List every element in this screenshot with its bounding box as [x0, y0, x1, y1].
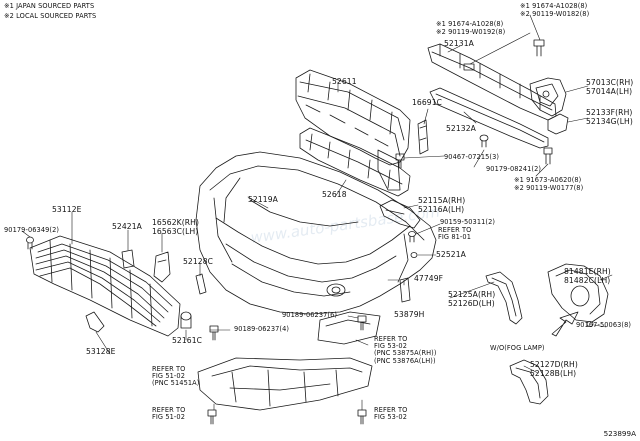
fastener-clip-90179: [479, 134, 489, 148]
fastener-90189-4-label[interactable]: 90189-06237(4): [234, 325, 290, 333]
part-52131a-label[interactable]: 52131A: [444, 39, 474, 48]
bumper-cover-52119a: [195, 151, 437, 315]
part-81482c-label[interactable]: 81482C(LH): [564, 276, 611, 285]
fog-lamp-cover-81481e: [547, 263, 609, 323]
bezel-52125a: [485, 271, 523, 325]
fastener-91673-label[interactable]: ※1 91673-A0620(8): [514, 176, 582, 184]
fastener-90179-08241-label[interactable]: 90179-08241(2): [486, 165, 542, 173]
direction-arrow: [551, 311, 579, 337]
part-52132a-label[interactable]: 52132A: [446, 124, 476, 133]
part-52116a-label[interactable]: 52116A(LH): [418, 205, 465, 214]
fastener-90189-6-label[interactable]: 90189-06237(6): [282, 311, 338, 319]
part-16691c-label[interactable]: 16691C: [412, 98, 443, 107]
legend-japan-sourced: ※1 JAPAN SOURCED PARTS: [4, 2, 95, 10]
fastener-90467-label[interactable]: 90467-07215(3): [444, 153, 500, 161]
without-fog-lamp-note: W/O(FOG LAMP): [490, 344, 545, 352]
grille-53112e: [29, 235, 181, 337]
bumper-reinforcement-52611: [295, 69, 411, 191]
refer-fig-51-02[interactable]: REFER TO FIG 51-02: [152, 406, 186, 422]
diagram-code: 523899A: [603, 429, 636, 438]
part-52119a-label[interactable]: 52119A: [248, 195, 278, 204]
svg-text:www.auto-partsbase.com: www.auto-partsbase.com: [249, 202, 441, 246]
clip-52521a: [410, 252, 418, 258]
part-52115a-label[interactable]: 52115A(RH): [418, 196, 466, 205]
fastener-90119-w0177-label[interactable]: ※2 90119-W0177(8): [514, 184, 584, 192]
part-53112e-label[interactable]: 53112E: [52, 205, 82, 214]
side-retainer-52115a: [379, 199, 421, 229]
screw-bottom-right: [357, 409, 367, 425]
part-52611-label[interactable]: 52611: [332, 77, 357, 86]
stay-52133f: [547, 113, 569, 135]
screw-bottom-left: [207, 409, 217, 425]
fastener-90119-w0192-label[interactable]: ※2 90119-W0192(8): [436, 28, 506, 36]
part-57013c-label[interactable]: 57013C(RH): [586, 78, 634, 87]
fastener-90159-label[interactable]: 90159-50311(2): [440, 218, 496, 226]
clip-52161c: [180, 311, 192, 329]
part-16562k-label[interactable]: 16562K(RH): [152, 218, 200, 227]
part-57014a-label[interactable]: 57014A(LH): [586, 87, 633, 96]
fastener-91674-label[interactable]: ※1 91674-A1028(8): [520, 2, 588, 10]
fastener-nut-top-left: [463, 63, 475, 71]
seal-52421a: [121, 249, 135, 269]
part-52126d-label[interactable]: 52126D(LH): [448, 299, 495, 308]
side-bracket-57013c: [529, 77, 567, 117]
part-53128e-label[interactable]: 53128E: [86, 347, 116, 356]
clip-90467: [395, 153, 405, 169]
part-52161c-label[interactable]: 52161C: [172, 336, 203, 345]
part-52134g-label[interactable]: 52134G(LH): [586, 117, 633, 126]
part-52421a-label[interactable]: 52421A: [112, 222, 142, 231]
fastener-bolt-top: [533, 39, 545, 57]
watermark: www.auto-partsbase.com: [249, 202, 441, 246]
part-52125a-label[interactable]: 52125A(RH): [448, 290, 496, 299]
fastener-91674-mid-label[interactable]: ※1 91674-A1028(8): [436, 20, 504, 28]
part-53879h-label[interactable]: 53879H: [394, 310, 425, 319]
fastener-90119-w0182-label[interactable]: ※2 90119-W0182(8): [520, 10, 590, 18]
part-52133f-label[interactable]: 52133F(RH): [586, 108, 633, 117]
refer-fig-53-02-pnc[interactable]: REFER TO FIG 53-02 (PNC 53875A(RH)) (PNC…: [374, 335, 437, 365]
absorber-52618: [299, 127, 411, 197]
clip-90167: [586, 321, 594, 327]
bracket-16691c: [417, 119, 429, 155]
clip-90159: [408, 231, 416, 243]
part-47749f-label[interactable]: 47749F: [414, 274, 444, 283]
screw-90189-right: [357, 315, 367, 331]
engine-under-cover: [197, 357, 373, 411]
reinforcement-52132a: [429, 87, 549, 149]
bezel-52127d: [509, 359, 549, 405]
leader-lines: [21, 14, 613, 411]
bracket-16562k: [153, 251, 171, 283]
bracket-53128e: [85, 311, 105, 333]
part-52128c-label[interactable]: 52128C: [183, 257, 214, 266]
retainer-52128c: [195, 273, 207, 295]
part-52127d-label[interactable]: 52127D(RH): [530, 360, 578, 369]
fastener-90179-06349-label[interactable]: 90179-06349(2): [4, 226, 60, 234]
part-16563c-label[interactable]: 16563C(LH): [152, 227, 199, 236]
part-81481e-label[interactable]: 81481E(RH): [564, 267, 611, 276]
fastener-90167-label[interactable]: 90167-50063(8): [576, 321, 632, 329]
refer-fig-53-02[interactable]: REFER TO FIG 53-02: [374, 406, 408, 422]
cover-47749f: [399, 277, 411, 303]
refer-fig-51-02-pnc[interactable]: REFER TO FIG 51-02 (PNC 51451A): [152, 365, 200, 388]
fastener-bolt-91673: [543, 147, 553, 165]
legend-local-sourced: ※2 LOCAL SOURCED PARTS: [4, 12, 97, 20]
part-52618-label[interactable]: 52618: [322, 190, 347, 199]
part-52128b-label[interactable]: 52128B(LH): [530, 369, 577, 378]
screw-90189-left: [209, 325, 219, 341]
part-52521a-label[interactable]: 52521A: [436, 250, 466, 259]
refer-fig-81-01[interactable]: REFER TO FIG 81-01: [438, 226, 472, 242]
